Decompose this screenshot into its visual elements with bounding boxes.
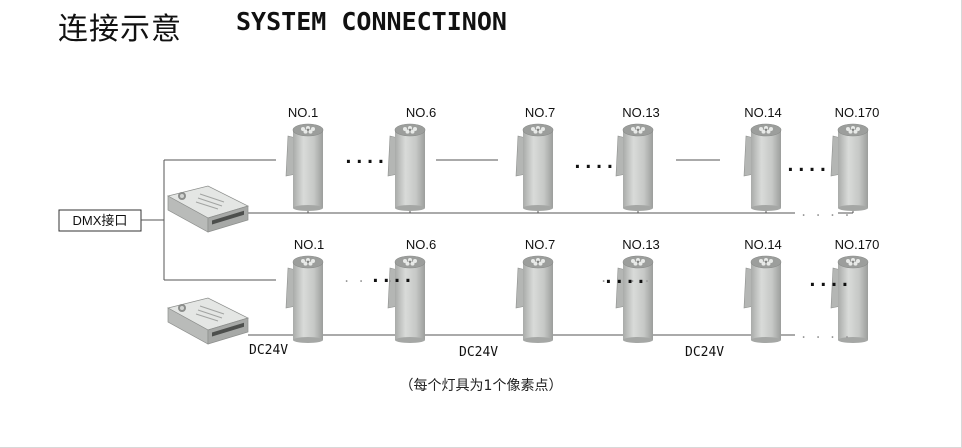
lamp-row1-1 [285, 123, 324, 212]
row1-label-2: NO.6 [406, 105, 436, 120]
lamp-row1-3 [515, 123, 554, 212]
title-chinese: 连接示意 [58, 12, 182, 47]
dmx-interface: DMX接口 [58, 209, 142, 232]
lamp-row1-6 [830, 123, 869, 212]
power-supply-row1 [167, 185, 249, 233]
power-supply-row2 [167, 297, 249, 345]
row2-label-4: NO.13 [622, 237, 660, 252]
lamp-row1-5 [743, 123, 782, 212]
row2-label-6: NO.170 [835, 237, 880, 252]
ellipsis-row1-power: . . . . [800, 205, 851, 219]
dc-label-1: DC24V [249, 343, 288, 358]
lamp-row1-4 [615, 123, 654, 212]
power-labels: DC24V DC24V DC24V [249, 343, 724, 360]
dmx-signal-wires [141, 159, 276, 281]
row1-label-5: NO.14 [744, 105, 782, 120]
row2-label-5: NO.14 [744, 237, 782, 252]
ellipsis-row2-b: . . . . [600, 271, 651, 285]
lamp-row2-1 [285, 255, 324, 344]
row1-lamp-labels: NO.1 NO.6 NO.7 NO.13 NO.14 NO.170 [288, 105, 880, 120]
ellipsis-row2-a: . . . . [343, 271, 394, 285]
ellipsis-marks: .... .... .... . . . . . . . . .... . . … [343, 147, 851, 341]
title-english: SYSTEM CONNECTINON [236, 7, 507, 36]
dmx-label: DMX接口 [73, 213, 128, 228]
lamp-row2-5 [743, 255, 782, 344]
row2-label-2: NO.6 [406, 237, 436, 252]
ellipsis-row2-b2: .... [603, 267, 646, 288]
row1-label-1: NO.1 [288, 105, 318, 120]
lamp-row1-2 [387, 123, 426, 212]
ellipsis-row1-a: .... [343, 147, 386, 168]
ellipsis-row1-c: .... [785, 155, 828, 176]
ellipsis-row1-b: .... [572, 152, 615, 173]
row1-label-6: NO.170 [835, 105, 880, 120]
dc-label-2: DC24V [459, 345, 498, 360]
row2-lamp-labels: NO.1 NO.6 NO.7 NO.13 NO.14 NO.170 [294, 237, 880, 252]
dc-label-3: DC24V [685, 345, 724, 360]
pixel-note: （每个灯具为1个像素点） [399, 378, 563, 394]
row2-label-1: NO.1 [294, 237, 324, 252]
ellipsis-row2-a2: .... [370, 266, 413, 287]
ellipsis-row2-power: . . . . [800, 327, 851, 341]
row2-label-3: NO.7 [525, 237, 555, 252]
row1-label-4: NO.13 [622, 105, 660, 120]
ellipsis-row2-c: .... [807, 270, 850, 291]
lamp-row2-3 [515, 255, 554, 344]
row1-label-3: NO.7 [525, 105, 555, 120]
